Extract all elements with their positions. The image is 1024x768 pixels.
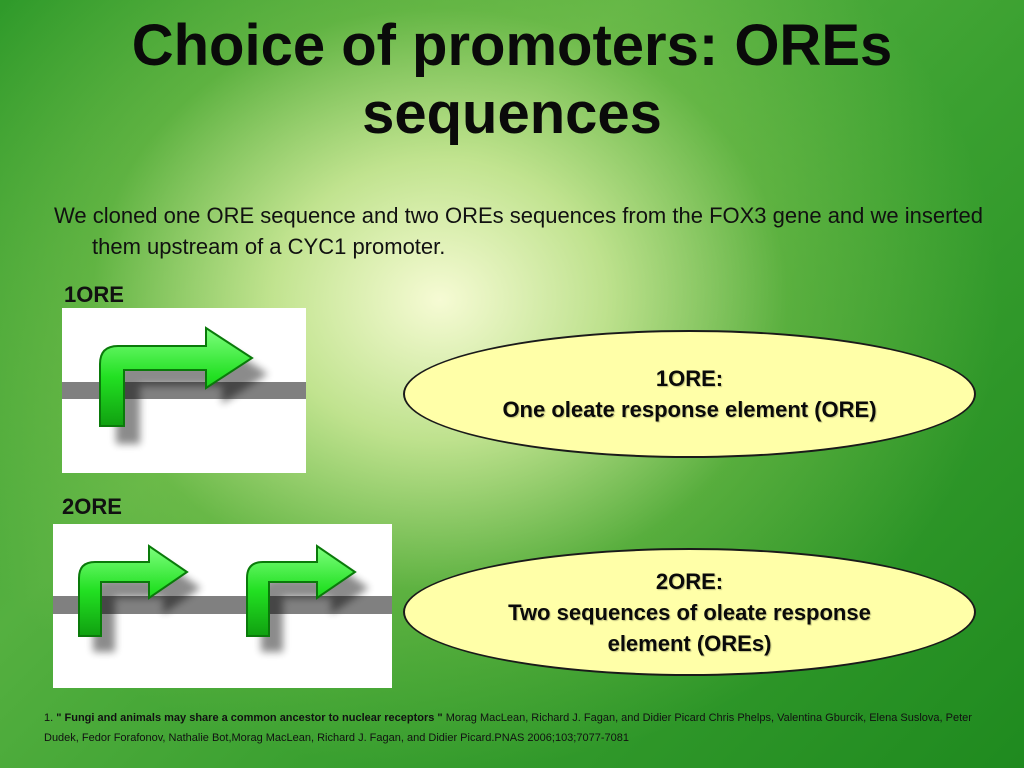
title-line-2: sequences [362, 81, 662, 146]
intro-text: We cloned one ORE sequence and two OREs … [54, 203, 984, 259]
oval-2ore: 2ORE: Two sequences of oleate response e… [403, 548, 976, 676]
diagram-1ore [62, 308, 306, 473]
promoter-arrow-icon [78, 544, 201, 652]
promoter-arrow-icon [246, 544, 369, 652]
label-1ore: 1ORE [64, 282, 124, 307]
reference-title: " Fungi and animals may share a common a… [56, 712, 443, 724]
dna-line [53, 596, 392, 614]
oval-2ore-heading: 2ORE: [655, 568, 724, 594]
diagram-1ore-svg [62, 326, 306, 444]
promoter-arrow-icon [99, 326, 268, 444]
reference-number: 1. [44, 712, 54, 724]
diagram-2ore-svg [53, 544, 392, 652]
oval-2ore-text: Two sequences of oleate response element… [508, 599, 871, 656]
reference-authors: Morag MacLean, Richard J. Fagan, and Did… [44, 712, 972, 744]
slide-title: Choice of promoters: OREs sequences [40, 12, 984, 148]
oval-1ore: 1ORE: One oleate response element (ORE) [403, 330, 976, 458]
oval-1ore-text: One oleate response element (ORE) [502, 397, 877, 422]
label-2ore: 2ORE [62, 494, 122, 519]
title-line-1: Choice of promoters: OREs [131, 13, 893, 78]
oval-1ore-heading: 1ORE: [655, 366, 724, 391]
reference: 1. " Fungi and animals may share a commo… [44, 708, 974, 748]
diagram-2ore [53, 524, 392, 688]
